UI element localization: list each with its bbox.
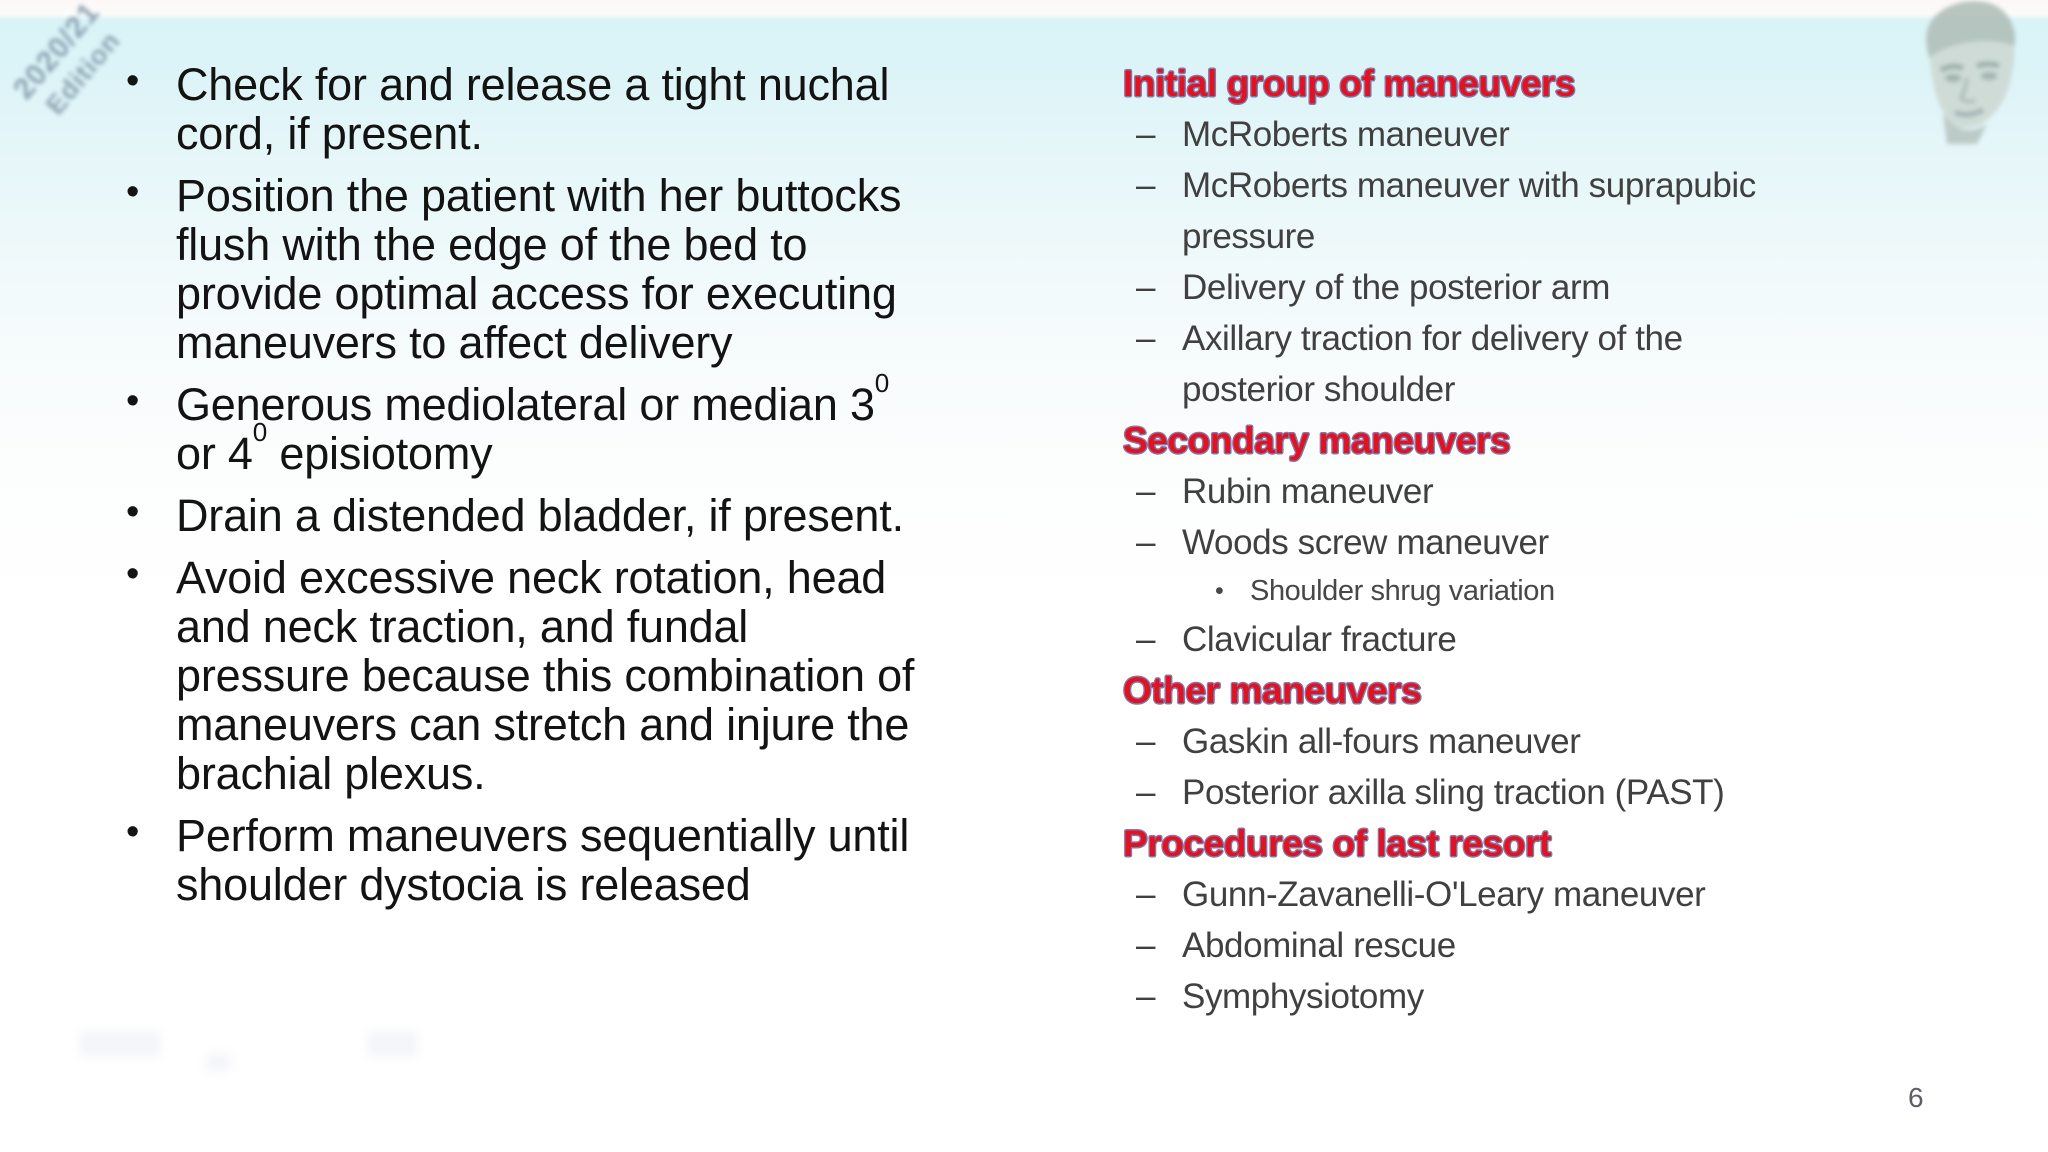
face-photo-illustration (1926, 1, 2015, 144)
bullet-icon: • (126, 60, 140, 102)
section-title: Initial group of maneuvers (1123, 63, 1576, 104)
list-item: –Abdominal rescue (1123, 920, 1963, 971)
dash-bullet-icon: – (1136, 722, 1156, 761)
dash-bullet-icon: – (1136, 115, 1156, 154)
list-item-text: Clavicular fracture (1182, 614, 1457, 665)
bullet-item: • Drain a distended bladder, if present. (124, 491, 1024, 540)
bullet-line: maneuvers can stretch and injure the (176, 699, 910, 750)
dash-bullet-icon: – (1136, 472, 1156, 511)
bullet-line: Drain a distended bladder, if present. (176, 490, 904, 541)
bullet-line: Position the patient with her buttocks (176, 170, 902, 221)
bullet-line: cord, if present. (176, 108, 483, 159)
sub-bullet-icon: • (1215, 577, 1224, 605)
bullet-icon: • (126, 491, 140, 533)
list-item: –Symphysiotomy (1123, 971, 1963, 1022)
section-title: Procedures of last resort (1123, 823, 1551, 864)
dash-bullet-icon: – (1136, 523, 1156, 562)
bullet-line: and neck traction, and fundal (176, 601, 749, 652)
list-item-text: McRoberts maneuver (1182, 109, 1510, 160)
bullet-line: Check for and release a tight nuchal (176, 59, 890, 110)
bullet-line: provide optimal access for executing (176, 268, 897, 319)
artifact-smudge (80, 1031, 160, 1057)
right-maneuver-outline: Initial group of maneuvers–McRoberts man… (1123, 58, 1963, 1022)
list-item: –McRoberts maneuver with suprapubic press… (1123, 160, 1963, 262)
dash-bullet-icon: – (1136, 875, 1156, 914)
list-item-line: Shoulder shrug variation (1250, 575, 1555, 607)
list-item: –Gaskin all-fours maneuver (1123, 716, 1963, 767)
list-item: –Rubin maneuver (1123, 466, 1963, 517)
artifact-smudge (368, 1031, 418, 1057)
dash-bullet-icon: – (1136, 773, 1156, 812)
bullet-icon: • (126, 171, 140, 213)
page-number: 6 (1908, 1082, 1924, 1113)
list-item: –Delivery of the posterior arm (1123, 262, 1963, 313)
list-item: –Clavicular fracture (1123, 614, 1963, 665)
bullet-line: brachial plexus. (176, 748, 486, 799)
bullet-icon: • (126, 553, 140, 595)
bullet-line: or 40 episiotomy (176, 417, 493, 479)
list-item-line: Clavicular fracture (1182, 620, 1457, 659)
faded-face-photo (1903, 0, 2035, 146)
list-item: –Axillary traction for delivery of the po… (1123, 313, 1963, 415)
list-item-line: Woods screw maneuver (1182, 523, 1549, 562)
superscript-degree: 0 (252, 417, 268, 448)
list-item-line: Posterior axilla sling traction (PAST) (1182, 773, 1725, 812)
list-item: –Gunn-Zavanelli-O'Leary maneuver (1123, 869, 1963, 920)
list-item-line: McRoberts maneuver (1182, 115, 1510, 154)
bullet-line: shoulder dystocia is released (176, 859, 751, 910)
list-item-text: Gaskin all-fours maneuver (1182, 716, 1581, 767)
list-item-text: Abdominal rescue (1182, 920, 1456, 971)
list-item-line: Abdominal rescue (1182, 926, 1456, 965)
list-item: –McRoberts maneuver (1123, 109, 1963, 160)
list-item: • Shoulder shrug variation (1123, 568, 1963, 614)
list-item-line: Rubin maneuver (1182, 472, 1434, 511)
list-item-text: Woods screw maneuver (1182, 517, 1549, 568)
list-item-line: posterior shoulder (1182, 370, 1455, 409)
bullet-line: Perform maneuvers sequentially until (176, 810, 910, 861)
dash-bullet-icon: – (1136, 319, 1156, 358)
bullet-icon: • (126, 380, 140, 422)
list-item-text: Shoulder shrug variation (1250, 568, 1555, 614)
list-item-line: Axillary traction for delivery of the (1182, 319, 1683, 358)
list-item-text: Delivery of the posterior arm (1182, 262, 1610, 313)
dash-bullet-icon: – (1136, 166, 1156, 205)
bullet-line: flush with the edge of the bed to (176, 219, 808, 270)
section-title: Secondary maneuvers (1123, 420, 1511, 461)
dash-bullet-icon: – (1136, 926, 1156, 965)
bullet-icon: • (126, 811, 140, 853)
list-item-line: Gunn-Zavanelli-O'Leary maneuver (1182, 875, 1706, 914)
list-item: –Woods screw maneuver (1123, 517, 1963, 568)
list-item-text: Gunn-Zavanelli-O'Leary maneuver (1182, 869, 1706, 920)
bullet-line: Avoid excessive neck rotation, head (176, 552, 887, 603)
dash-bullet-icon: – (1136, 268, 1156, 307)
section-title: Other maneuvers (1123, 670, 1422, 711)
list-item-line: Symphysiotomy (1182, 977, 1424, 1016)
bullet-line: Generous mediolateral or median 30 (176, 368, 890, 430)
dash-bullet-icon: – (1136, 620, 1156, 659)
list-item-line: McRoberts maneuver with suprapubic (1182, 166, 1756, 205)
superscript-degree: 0 (874, 368, 890, 399)
bullet-line: pressure because this combination of (176, 650, 915, 701)
artifact-smudge (205, 1053, 231, 1071)
dash-bullet-icon: – (1136, 977, 1156, 1016)
list-item-line: pressure (1182, 217, 1315, 256)
list-item-text: McRoberts maneuver with suprapubic pressu… (1182, 160, 1756, 262)
list-item-text: Axillary traction for delivery of the pos… (1182, 313, 1683, 415)
list-item-text: Rubin maneuver (1182, 466, 1434, 517)
list-item-line: Delivery of the posterior arm (1182, 268, 1611, 307)
list-item-line: Gaskin all-fours maneuver (1182, 722, 1581, 761)
list-item: –Posterior axilla sling traction (PAST) (1123, 767, 1963, 818)
list-item-text: Posterior axilla sling traction (PAST) (1182, 767, 1725, 818)
bullet-line: maneuvers to affect delivery (176, 317, 733, 368)
list-item-text: Symphysiotomy (1182, 971, 1424, 1022)
